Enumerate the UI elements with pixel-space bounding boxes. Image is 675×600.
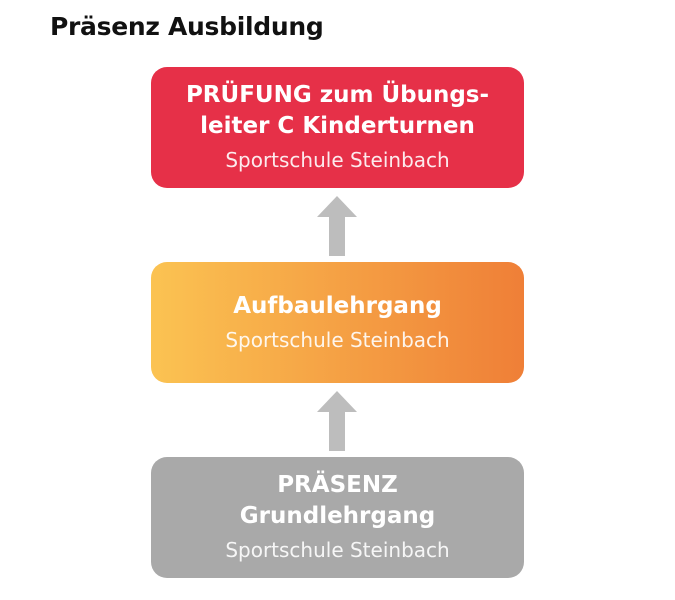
arrow-up-icon bbox=[317, 196, 357, 256]
step-box-advanced-course: Aufbaulehrgang Sportschule Steinbach bbox=[151, 262, 524, 383]
step-title-exam: PRÜFUNG zum Übungs- leiter C Kinderturne… bbox=[185, 82, 490, 139]
step-box-exam: PRÜFUNG zum Übungs- leiter C Kinderturne… bbox=[151, 67, 524, 188]
step-title-advanced-course: Aufbaulehrgang bbox=[233, 292, 442, 319]
step-location-advanced-course: Sportschule Steinbach bbox=[225, 327, 450, 352]
step-location-exam: Sportschule Steinbach bbox=[225, 148, 450, 172]
arrow-up-icon bbox=[317, 391, 357, 451]
step-box-basic-course: PRÄSENZ Grundlehrgang Sportschule Steinb… bbox=[151, 457, 524, 578]
page-title: Präsenz Ausbildung bbox=[50, 12, 324, 41]
step-location-basic-course: Sportschule Steinbach bbox=[225, 538, 450, 562]
step-title-basic-course: PRÄSENZ Grundlehrgang bbox=[239, 472, 436, 529]
